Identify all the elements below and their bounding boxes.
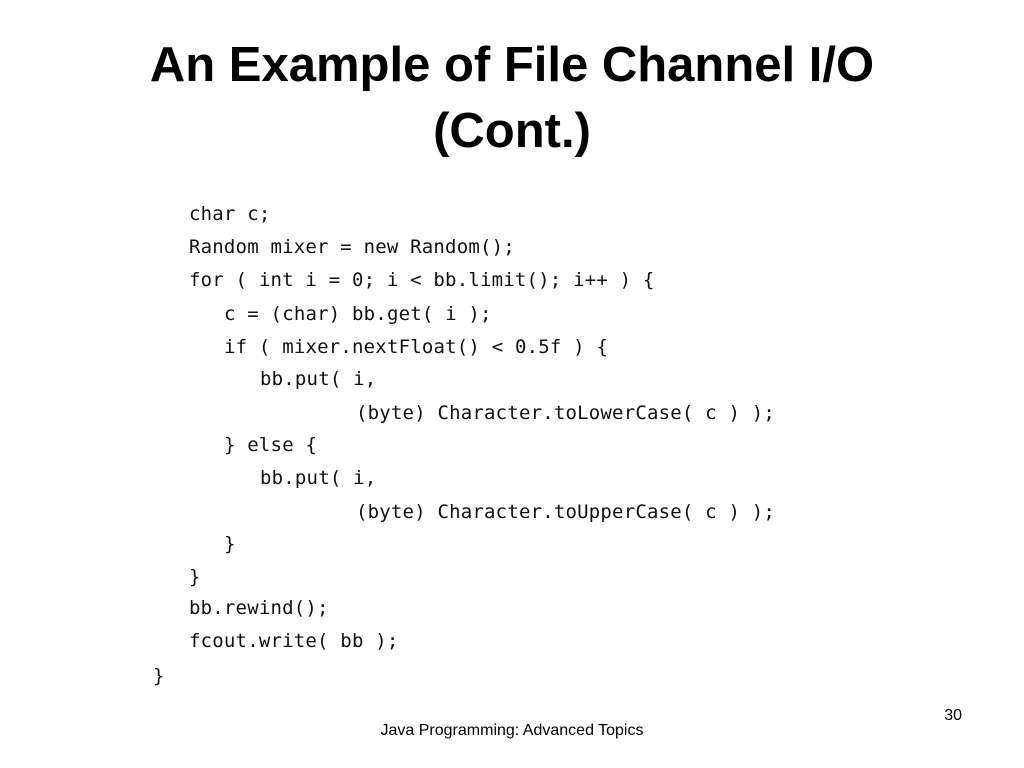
code-line: } xyxy=(189,566,201,588)
code-line: c = (char) bb.get( i ); xyxy=(224,303,492,325)
slide-title-line-2: (Cont.) xyxy=(433,104,591,158)
slide-title-line-1: An Example of File Channel I/O xyxy=(149,38,875,92)
code-line: bb.put( i, xyxy=(260,467,377,489)
code-line: (byte) Character.toUpperCase( c ) ); xyxy=(356,501,776,523)
code-line: } else { xyxy=(224,434,318,456)
code-line: (byte) Character.toLowerCase( c ) ); xyxy=(356,402,776,424)
code-line: char c; xyxy=(189,203,271,225)
code-line: } xyxy=(153,665,165,687)
code-line: if ( mixer.nextFloat() < 0.5f ) { xyxy=(224,336,609,358)
code-line: bb.rewind(); xyxy=(189,597,329,619)
code-line: Random mixer = new Random(); xyxy=(189,236,515,258)
page-number: 30 xyxy=(944,707,962,724)
slide-title: An Example of File Channel I/O (Cont.) xyxy=(0,32,1024,164)
code-line: fcout.write( bb ); xyxy=(189,630,399,652)
code-line: bb.put( i, xyxy=(260,368,377,390)
code-line: for ( int i = 0; i < bb.limit(); i++ ) { xyxy=(189,269,655,291)
slide-footer: Java Programming: Advanced Topics xyxy=(380,722,644,739)
code-line: } xyxy=(224,533,236,555)
